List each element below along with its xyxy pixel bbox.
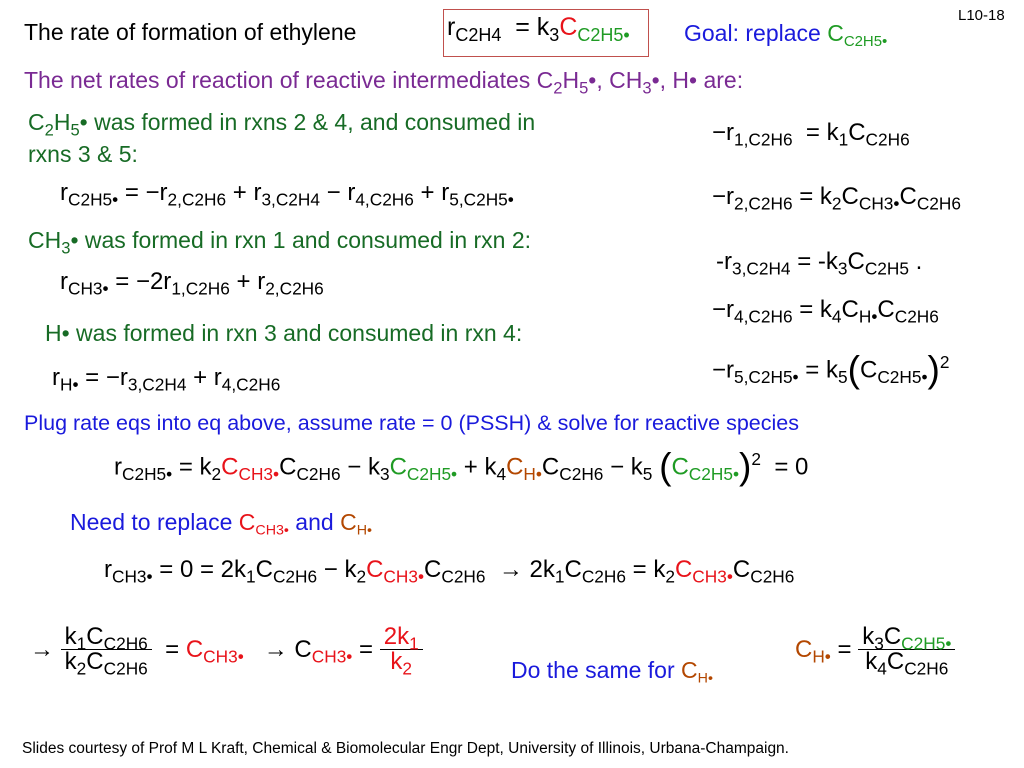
ch3-net-rate-equation: rCH3• = −2r1,C2H6 + r2,C2H6 — [60, 268, 324, 299]
ethylene-rate-box — [443, 9, 649, 57]
ch3-formation-text: CH3• was formed in rxn 1 and consumed in… — [28, 227, 532, 258]
ethylene-rate-equation: rC2H4 = k3CC2H5• — [447, 13, 630, 45]
need-and-label: and — [295, 509, 334, 535]
pssh-c2h5-equation: rC2H5• = k2CCH3•CC2H6 − k3CC2H5• + k4CH•… — [114, 445, 809, 487]
net-rates-text: The net rates of reaction of reactive in… — [24, 67, 554, 93]
c2h5-net-rate-equation: rC2H5• = −r2,C2H6 + r3,C2H4 − r4,C2H6 + … — [60, 179, 514, 210]
c2h5-line-1: • was formed in rxns 2 & 4, and consumed… — [79, 109, 536, 135]
goal-variable: C — [827, 20, 844, 46]
h-formation-text: H• was formed in rxn 3 and consumed in r… — [45, 320, 523, 346]
c2h5-formation-text-2: rxns 3 & 5: — [28, 141, 138, 167]
rate-law-1: −r1,C2H6 = k1CC2H6 — [712, 119, 910, 150]
goal-label: Goal: replace — [684, 20, 821, 46]
net-rates-intro: The net rates of reaction of reactive in… — [24, 67, 744, 98]
pssh-ch3-equation: rCH3• = 0 = 2k1CC2H6 − k2CCH3•CC2H6 → 2k… — [104, 556, 795, 587]
net-rates-tail: •, CH — [588, 67, 643, 93]
c2h5-formation-text: C2H5• was formed in rxns 2 & 4, and cons… — [28, 109, 536, 140]
goal-text: Goal: replace CC2H5• — [684, 20, 887, 49]
do-same-label: Do the same for — [511, 657, 675, 683]
h-solution-equation: CH• = k3CC2H5•k4CC2H6 — [795, 625, 956, 677]
goal-subscript: C2H5• — [843, 32, 888, 50]
plug-instructions: Plug rate eqs into eq above, assume rate… — [24, 411, 799, 435]
h-net-rate-equation: rH• = −r3,C2H4 + r4,C2H6 — [52, 364, 281, 395]
net-rates-tail-2: •, H• are: — [651, 67, 744, 93]
rate-law-2: −r2,C2H6 = k2CCH3•CC2H6 — [712, 183, 961, 214]
rate-law-3: -r3,C2H4 = -k3CC2H5 . — [716, 248, 923, 279]
need-replace-label: Need to replace — [70, 509, 233, 535]
page-title: The rate of formation of ethylene — [24, 19, 357, 45]
need-replace-text: Need to replace CCH3• and CH• — [70, 509, 372, 539]
slide-number: L10-18 — [958, 7, 1005, 24]
rate-law-4: −r4,C2H6 = k4CH•CC2H6 — [712, 296, 939, 327]
do-same-text: Do the same for CH• — [511, 657, 713, 687]
rate-law-5: −r5,C2H5• = k5(CC2H5•)2 — [712, 348, 950, 390]
ch3-line: • was formed in rxn 1 and consumed in rx… — [70, 227, 532, 253]
footer-credits: Slides courtesy of Prof M L Kraft, Chemi… — [22, 740, 789, 757]
